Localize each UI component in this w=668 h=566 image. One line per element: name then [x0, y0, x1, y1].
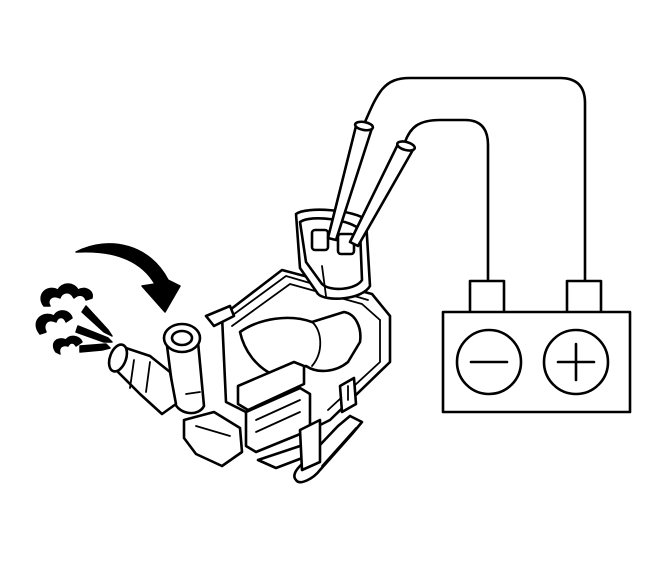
- battery-terminal-positive: [565, 279, 603, 315]
- battery-icon: [441, 279, 632, 414]
- solenoid-coil: [238, 310, 362, 378]
- flow-arrow-icon: [75, 243, 181, 313]
- air-discharge-icon: [35, 283, 113, 355]
- solenoid-valve-icon: [107, 268, 392, 484]
- test-leads: [363, 76, 587, 284]
- wire-negative: [403, 118, 490, 284]
- electrical-connector: [294, 208, 372, 300]
- plus-sign-icon: [542, 328, 610, 396]
- minus-sign-icon: [455, 328, 523, 396]
- test-probes: [326, 120, 417, 248]
- wire-positive: [363, 76, 587, 284]
- battery-terminal-negative: [468, 279, 506, 315]
